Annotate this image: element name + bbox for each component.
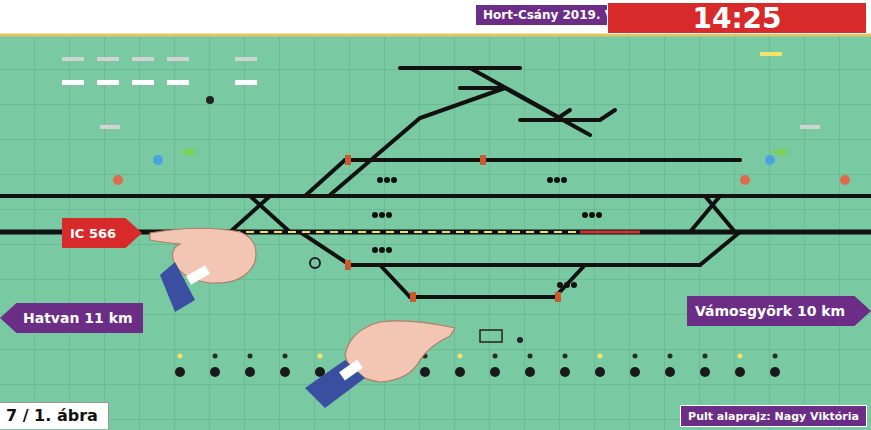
train-number-arrow: IC 566 (62, 218, 142, 248)
button-row (175, 354, 780, 378)
caption-text: 7 / 1. ábra (6, 406, 98, 425)
label-text: IC 566 (70, 226, 116, 241)
direction-arrow: Hatvan 11 km (0, 303, 143, 333)
track (0, 68, 871, 297)
label-text: Vámosgyörk 10 km (695, 303, 845, 319)
direction-arrow: Vámosgyörk 10 km (687, 296, 871, 326)
clock-box: 14:25 (607, 2, 867, 34)
pointing-hand (150, 228, 256, 312)
pointing-hand (305, 321, 455, 408)
label-text: Pult alaprajz: Nagy Viktória (688, 410, 859, 423)
figure-caption-box: 7 / 1. ábra (0, 402, 109, 429)
label-text: Hatvan 11 km (23, 310, 133, 326)
signal-lamps (372, 177, 602, 288)
label-text: 14:25 (692, 2, 781, 35)
credit-box: Pult alaprajz: Nagy Viktória (680, 405, 867, 427)
panel-ground (0, 36, 871, 430)
